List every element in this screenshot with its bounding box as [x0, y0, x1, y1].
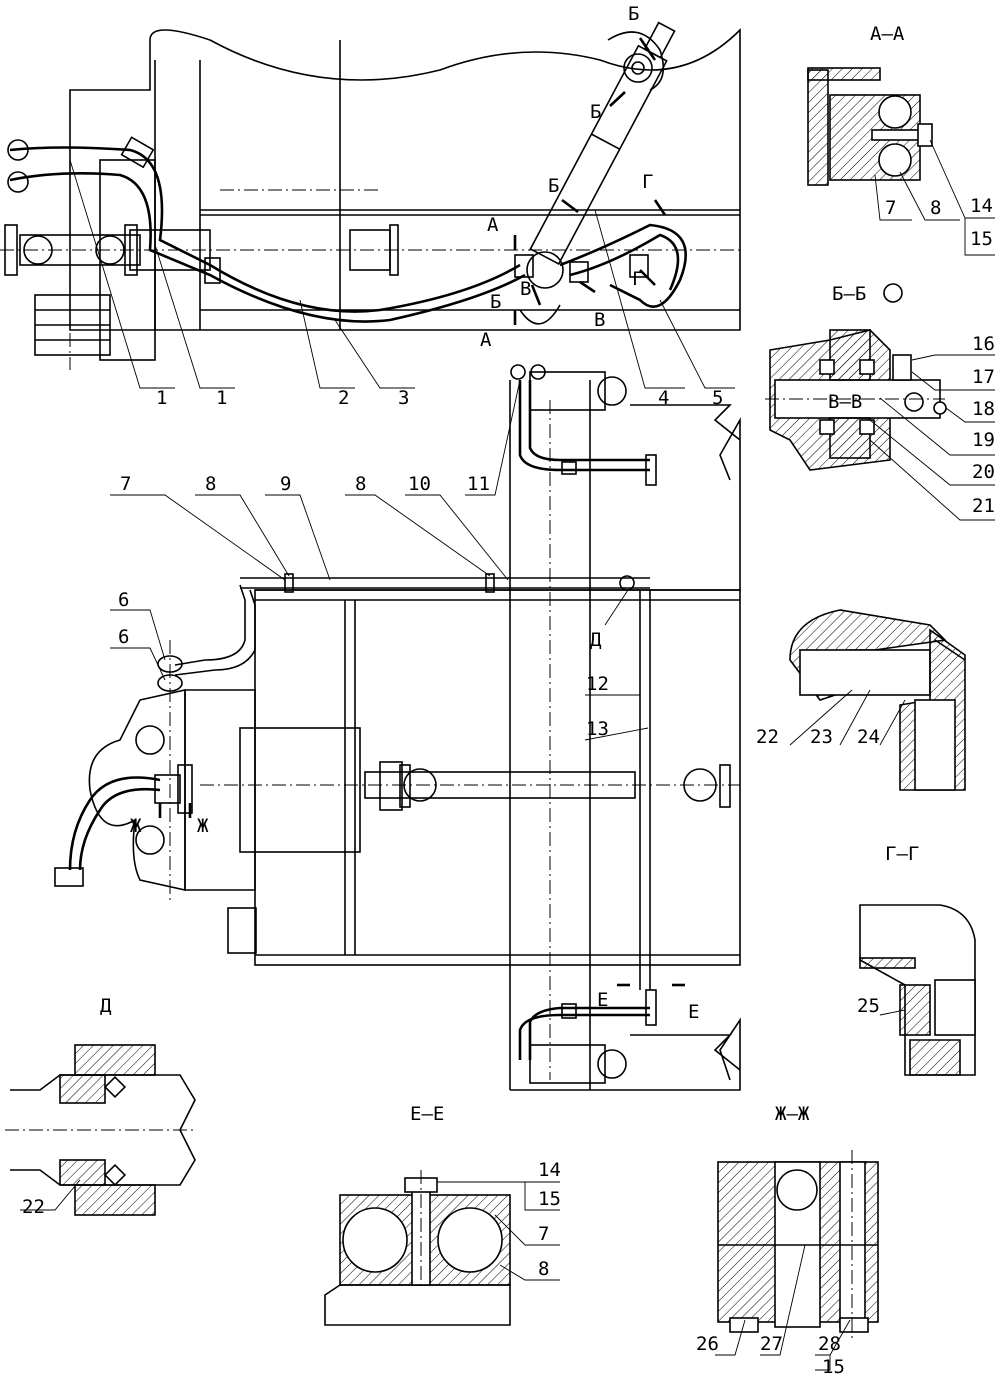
callout-ee-14: 14 — [538, 1159, 561, 1181]
cut-mark-g-upper: Г — [642, 171, 653, 193]
side-view-leaders — [69, 159, 735, 389]
callout-aa-7: 7 — [885, 197, 896, 219]
callout-8-plan-a: 8 — [205, 473, 216, 495]
cut-mark-a-lower: А — [480, 329, 492, 351]
cut-mark-b-top: Б — [628, 3, 639, 25]
callout-6-a: 6 — [118, 589, 129, 611]
rotated-view-icon — [883, 283, 903, 303]
callout-22-d: 22 — [22, 1196, 45, 1218]
callout-9: 9 — [280, 473, 291, 495]
rotated-view-icon-2 — [904, 392, 924, 412]
callout-25: 25 — [857, 995, 880, 1017]
section-title-d: Д — [100, 995, 112, 1017]
side-view — [0, 21, 741, 370]
section-title-aa: А–А — [870, 23, 905, 45]
callout-aa-15: 15 — [970, 228, 993, 250]
callout-28: 28 — [818, 1333, 841, 1355]
callout-8-plan-b: 8 — [355, 473, 366, 495]
cut-mark-g-lower: Г — [632, 268, 643, 290]
cut-mark-b-lower: Б — [490, 291, 501, 313]
cut-mark-b-upper: Б — [590, 101, 601, 123]
section-ee-drawing — [324, 1170, 511, 1326]
section-title-ee: Е–Е — [410, 1103, 444, 1125]
callout-ee-8: 8 — [538, 1258, 549, 1280]
callout-19: 19 — [972, 429, 995, 451]
cut-mark-zh-left: Ж — [130, 815, 142, 837]
section-title-gg: Г–Г — [885, 843, 919, 865]
plan-view — [54, 364, 741, 1091]
section-title-zhzh: Ж–Ж — [775, 1103, 810, 1125]
callout-6-b: 6 — [118, 626, 129, 648]
callout-21: 21 — [972, 495, 995, 517]
section-aa-drawing — [807, 67, 933, 186]
callout-7-plan: 7 — [120, 473, 131, 495]
section-zhzh-drawing — [717, 1150, 879, 1340]
cut-mark-d: Д — [590, 629, 602, 651]
callout-2: 2 — [338, 387, 349, 409]
callout-12: 12 — [586, 673, 609, 695]
callout-3: 3 — [398, 387, 409, 409]
callout-27: 27 — [760, 1333, 783, 1355]
callout-4: 4 — [658, 387, 669, 409]
callout-16: 16 — [972, 333, 995, 355]
callout-5: 5 — [712, 387, 723, 409]
callout-26: 26 — [696, 1333, 719, 1355]
section-bb-drawing — [765, 329, 947, 471]
callout-18: 18 — [972, 398, 995, 420]
callout-ee-7: 7 — [538, 1223, 549, 1245]
cut-mark-v-left: В — [520, 278, 531, 300]
callout-aa-8: 8 — [930, 197, 941, 219]
callout-1a: 1 — [156, 387, 167, 409]
cut-mark-e-right: Е — [688, 1001, 699, 1023]
callout-22-vv: 22 — [756, 726, 779, 748]
section-title-bb: Б–Б — [832, 283, 866, 305]
callout-11: 11 — [467, 473, 490, 495]
cut-mark-a-upper: А — [487, 214, 499, 236]
plan-view-leaders — [110, 379, 649, 741]
callout-23: 23 — [810, 726, 833, 748]
cut-mark-e-left: Е — [597, 989, 608, 1011]
section-gg-drawing — [859, 904, 976, 1076]
callout-1b: 1 — [216, 387, 227, 409]
callout-aa-14: 14 — [970, 195, 993, 217]
section-d-drawing — [5, 1044, 196, 1216]
callout-13: 13 — [586, 718, 609, 740]
callout-17: 17 — [972, 366, 995, 388]
cut-mark-zh-right: Ж — [197, 815, 209, 837]
section-title-vv: В–В — [828, 391, 862, 413]
callout-zhzh-15: 15 — [822, 1356, 845, 1378]
callout-20: 20 — [972, 461, 995, 483]
cut-mark-v-right: В — [594, 309, 605, 331]
section-vv-drawing — [789, 609, 966, 791]
cut-mark-b-mid: Б — [548, 175, 559, 197]
callout-10: 10 — [408, 473, 431, 495]
callout-24: 24 — [857, 726, 880, 748]
callout-ee-15: 15 — [538, 1188, 561, 1210]
